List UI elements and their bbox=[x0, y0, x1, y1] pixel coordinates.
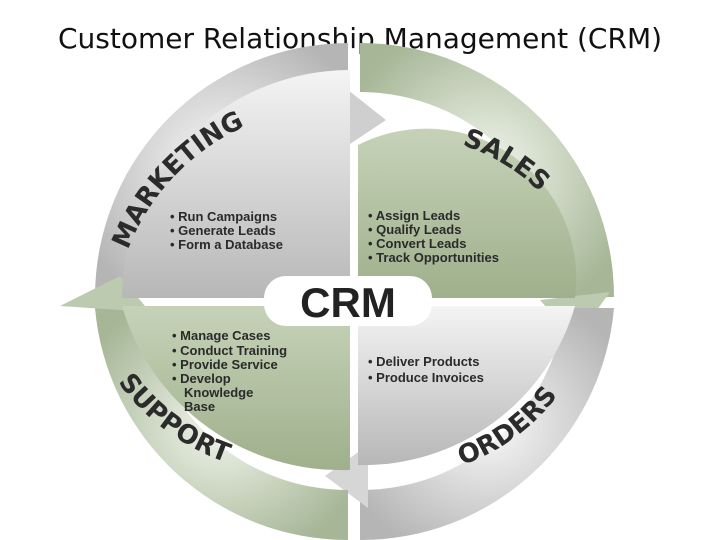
crm-center-badge: CRM bbox=[264, 276, 432, 326]
sales-bullets: • Assign Leads • Qualify Leads • Convert… bbox=[368, 208, 499, 265]
list-item: • Form a Database bbox=[170, 237, 283, 252]
support-quadrant bbox=[122, 306, 350, 471]
orders-arrow bbox=[325, 308, 614, 540]
list-item: • Assign Leads bbox=[368, 208, 460, 223]
list-item: • Manage Cases bbox=[172, 328, 271, 343]
crm-center-label: CRM bbox=[300, 279, 396, 326]
sales-quadrant bbox=[358, 128, 577, 298]
list-item: • Conduct Training bbox=[172, 343, 287, 358]
list-item: • Generate Leads bbox=[170, 223, 276, 238]
list-item: • Produce Invoices bbox=[368, 370, 484, 385]
list-item: • Track Opportunities bbox=[368, 250, 499, 265]
list-item: • Provide Service bbox=[172, 357, 278, 372]
orders-quadrant bbox=[358, 306, 575, 466]
marketing-quadrant bbox=[122, 70, 350, 298]
marketing-bullets: • Run Campaigns • Generate Leads • Form … bbox=[170, 209, 283, 252]
list-item: • Convert Leads bbox=[368, 236, 466, 251]
list-item: • Develop bbox=[172, 371, 231, 386]
list-item: • Run Campaigns bbox=[170, 209, 277, 224]
list-item: • Deliver Products bbox=[368, 354, 480, 369]
list-item: Knowledge bbox=[184, 385, 253, 400]
orders-bullets: • Deliver Products • Produce Invoices bbox=[368, 354, 484, 385]
list-item: Base bbox=[184, 399, 215, 414]
list-item: • Qualify Leads bbox=[368, 222, 461, 237]
support-bullets: • Manage Cases • Conduct Training • Prov… bbox=[172, 328, 287, 414]
